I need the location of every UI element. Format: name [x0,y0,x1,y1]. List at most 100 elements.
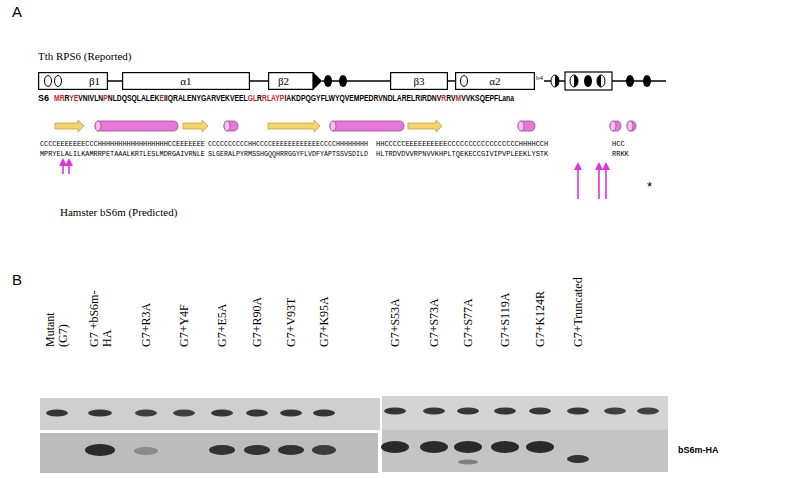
turn-oval [570,75,578,87]
protein-sequence: HLTRDVDVVRPNVVKHPLTQEKECCGIVIPVPLEEKLYST… [376,151,548,159]
lane-label: G7+S73A [428,298,441,347]
backbone-connector [322,80,390,82]
blot-band [420,441,448,453]
western-blot [40,396,668,473]
blot-band [567,455,589,463]
blot-band [313,410,335,417]
structure-code: CCCCCCCCCCHHCCCCEEEEEEEEEEEECCCCHHHHHHHH [208,141,368,149]
helix-cap [330,121,336,131]
structure-box: β1 [38,72,108,90]
structure-box: α2 [455,72,535,90]
strand-arrow [55,120,84,132]
lane-label: G7+S53A [389,298,402,347]
structure-label: β3 [413,75,424,87]
site-arrow [605,166,607,199]
panel-letter: A [12,4,22,21]
blot-band [312,445,336,455]
protein-sequence: RRKK [612,151,629,159]
band-label: bS6m-HA [678,446,719,456]
backbone-connector [448,80,455,82]
blot-band [494,408,516,415]
blot-band [567,408,589,415]
box-outline [39,73,108,90]
blot-band [457,408,479,415]
blot-band [134,447,158,455]
strand-arrow [268,120,320,132]
protein-sequence: MPRYELALILKAMRRPETAAALKRTLESLMDRGAIVRNLE [40,151,205,159]
helix-cap [224,121,230,131]
structure-box [565,72,612,90]
turn-oval [597,75,605,87]
blot-band [637,408,659,415]
helix-cylinder [95,121,178,131]
turn-oval [551,75,559,87]
blot-band [381,441,409,453]
blot-band [211,410,233,417]
strand-tip [313,72,322,90]
strand-arrow [408,120,442,132]
lane-label: G7+Truncated [572,277,585,347]
helix-cylinder [610,121,621,131]
helix-cap [95,121,101,131]
lane-label: G7+S77A [462,298,475,347]
blot-bands [46,408,659,465]
sequence-title: Hamster bS6m (Predicted) [60,206,177,218]
lane-label: G7+R90A [251,297,264,347]
box-outline [391,73,448,90]
predicted-structure-ribbon [55,120,636,132]
structure-box: β2 [268,72,322,90]
blot-band [491,441,519,453]
blot-band [209,445,235,455]
blot-band [604,408,626,415]
protein-sequence: SLGERALPYRMSSHGQQHRRGGYFLVDFYAPTSSVSDILD [208,151,368,159]
site-arrow [62,162,64,174]
lane-label: G7+Y4F [178,304,191,347]
blot-band [529,408,551,415]
helix-cylinder [224,121,238,131]
helix-cylinder [518,121,535,131]
site-arrow [68,162,70,174]
turn-oval [584,75,592,87]
strand-arrow [183,120,208,132]
helix-cylinder [627,121,636,131]
turn-oval [461,76,468,87]
box-outline [456,73,535,90]
lane-label: G7+S119A [499,293,512,347]
box-outline [268,72,322,90]
turn-oval [643,75,651,87]
structure-label: β1 [89,75,100,87]
blot-band [423,408,445,415]
turn-oval [55,76,62,87]
structure-label: β2 [278,75,289,87]
blot-band [244,445,270,455]
site-arrow [577,166,579,199]
blot-band [454,441,482,453]
structure-box: α1 [122,72,250,90]
strand-label: b4 [535,75,544,83]
lane-label: Mutant (G7) [44,303,70,347]
protein-sequence: MRRYEVNIVLNPNLDQSQLALEKEIIQRALENYGARVEKV… [54,94,514,104]
blot-band [384,408,406,415]
lane-label: G7+R3A [140,303,153,347]
structure-title: Tth RPS6 (Reported) [38,50,132,62]
blot-band [526,441,554,453]
backbone-connector [250,80,268,82]
site-arrow [598,166,600,199]
turn-oval [555,75,559,87]
lane-label: G7+E5A [216,304,229,347]
structure-label: α2 [489,75,500,87]
turn-oval [45,76,52,87]
helix-cap [518,121,524,131]
turn-oval [626,75,634,87]
box-outline [269,73,313,90]
structure-label: α1 [180,75,191,87]
blot-band [85,444,115,456]
helix-cap [627,121,633,131]
lane-label: G7+K124R [534,291,547,347]
structure-code: HHCCCCCEEEEEEEEEECCCCCCCCCCCCCCCCCHHHHCC… [376,141,548,149]
site-arrows [63,162,606,199]
blot-band [278,445,304,455]
blot-band [458,460,478,465]
structure-code: HCC [612,141,625,149]
lane-label: G7+V93T [285,298,298,347]
